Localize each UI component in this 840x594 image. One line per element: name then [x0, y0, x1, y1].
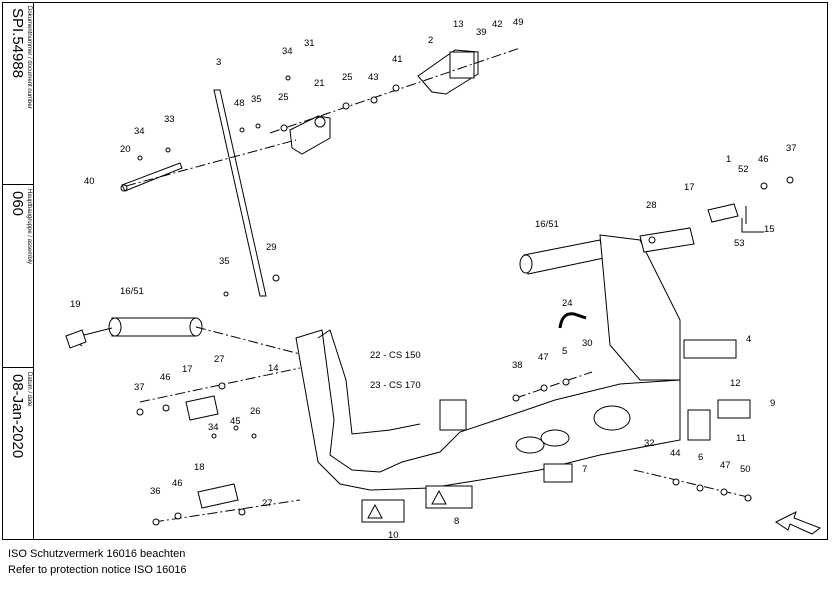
- part-label: 12: [730, 378, 741, 389]
- part-label: 31: [304, 38, 315, 49]
- date-cell: Datum / date 08-Jan-2020: [2, 368, 33, 539]
- part-label: 27: [214, 354, 225, 365]
- view-arrow: [775, 511, 822, 535]
- part-label: 46: [160, 372, 171, 383]
- part-label: 18: [194, 462, 205, 473]
- part-label: 19: [70, 299, 81, 310]
- part-label: 46: [172, 478, 183, 489]
- part-label: 47: [720, 460, 731, 471]
- main-frame: [295, 329, 681, 491]
- part-label: 39: [476, 27, 487, 38]
- part-label: 52: [738, 164, 749, 175]
- cylinder-16-51-left: [111, 317, 197, 337]
- part-label: 17: [684, 182, 695, 193]
- decal-11: [687, 409, 711, 441]
- assembly-caption: Hauptbaugruppe / assembly: [26, 189, 32, 265]
- part-label: 11: [736, 433, 746, 444]
- part-label: 35: [219, 256, 230, 267]
- part-24-hose: [558, 312, 587, 329]
- part-label: 9: [770, 398, 775, 409]
- date-value: 08-Jan-2020: [9, 374, 26, 459]
- part-label: 16/51: [535, 219, 559, 230]
- part-label: 23 - CS 170: [370, 380, 421, 391]
- part-label: 36: [150, 486, 161, 497]
- part-label: 28: [646, 200, 657, 211]
- part-label: 2: [428, 35, 433, 46]
- part-label: 47: [538, 352, 549, 363]
- part-label: 21: [314, 78, 325, 89]
- part-label: 20: [120, 144, 131, 155]
- part-label: 5: [562, 346, 567, 357]
- part-label: 42: [492, 19, 503, 30]
- decal-7: [543, 463, 573, 483]
- part-label: 13: [453, 19, 464, 30]
- doc-number: SPI.54988: [9, 8, 26, 79]
- warning-decal-8: [425, 485, 473, 509]
- doc-number-cell: Dokumentnummer / document number SPI.549…: [2, 2, 33, 185]
- part-label: 14: [268, 363, 279, 374]
- part-label: 6: [698, 452, 703, 463]
- part-label: 35: [251, 94, 262, 105]
- part-label: 41: [392, 54, 403, 65]
- part-17-pin-right: [639, 227, 695, 253]
- part-label: 33: [164, 114, 175, 125]
- part-label: 27: [262, 498, 273, 509]
- part-20-lever: [121, 162, 183, 192]
- part-label: 49: [513, 17, 524, 28]
- part-label: 24: [562, 298, 573, 309]
- part-label: 10: [388, 530, 399, 539]
- part-19-eye: [65, 329, 87, 349]
- part-label: 22 - CS 150: [370, 350, 421, 361]
- doc-number-caption: Dokumentnummer / document number: [26, 6, 32, 109]
- warning-decal-10: [361, 499, 405, 523]
- part-label: 32: [644, 438, 655, 449]
- exploded-parts-diagram: 1 2 3 4 5 6 7 8 9 10 11 12 13 14 15 16/5…: [65, 17, 822, 539]
- part-21-bracket: [289, 115, 331, 155]
- part-label: 15: [764, 224, 775, 235]
- decal-4: [683, 339, 737, 359]
- title-block: Dokumentnummer / document number SPI.549…: [2, 2, 34, 540]
- part-label: 3: [216, 57, 221, 68]
- part-label: 40: [84, 176, 95, 187]
- part-label: 44: [670, 448, 681, 459]
- part-label: 26: [250, 406, 261, 417]
- part-label: 38: [512, 360, 523, 371]
- drawing-frame: [2, 2, 828, 540]
- part-label: 53: [734, 238, 745, 249]
- part-label: 8: [454, 516, 459, 527]
- part-label: 50: [740, 464, 751, 475]
- part-label: 34: [208, 422, 219, 433]
- part-3-bar: [213, 89, 267, 297]
- part-label: 34: [282, 46, 293, 57]
- footer-line-german: ISO Schutzvermerk 16016 beachten: [8, 548, 186, 560]
- part-number-labels: 1 2 3 4 5 6 7 8 9 10 11 12 13 14 15 16/5…: [70, 17, 797, 539]
- decal-9: [717, 399, 751, 419]
- part-label: 25: [342, 72, 353, 83]
- assembly-cell: Hauptbaugruppe / assembly 060: [2, 185, 33, 368]
- part-label: 25: [278, 92, 289, 103]
- footer-line-english: Refer to protection notice ISO 16016: [8, 564, 187, 576]
- part-label: 17: [182, 364, 193, 375]
- part-label: 4: [746, 334, 751, 345]
- part-label: 43: [368, 72, 379, 83]
- part-label: 46: [758, 154, 769, 165]
- part-label: 29: [266, 242, 277, 253]
- side-plate: [599, 234, 681, 381]
- part-18-pin: [197, 483, 239, 509]
- part-17-pin-left: [185, 395, 219, 421]
- part-label: 37: [134, 382, 145, 393]
- cylinder-16-51-right: [523, 239, 605, 275]
- part-1-pin: [707, 203, 739, 223]
- part-label: 37: [786, 143, 797, 154]
- part-label: 16/51: [120, 286, 144, 297]
- part-label: 30: [582, 338, 593, 349]
- part-label: 34: [134, 126, 145, 137]
- part-label: 48: [234, 98, 245, 109]
- part-label: 7: [582, 464, 587, 475]
- part-label: 45: [230, 416, 241, 427]
- assembly-number: 060: [9, 191, 26, 217]
- part-label: 1: [726, 154, 731, 165]
- date-caption: Datum / date: [26, 372, 32, 407]
